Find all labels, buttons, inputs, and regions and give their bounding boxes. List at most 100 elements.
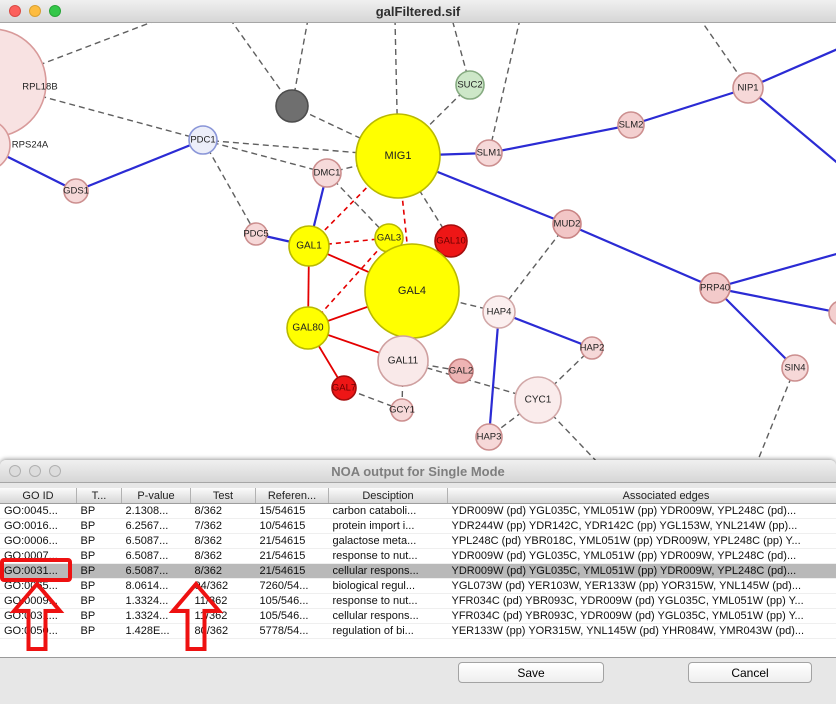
node-GAL80[interactable] (286, 306, 330, 350)
cell-reference[interactable]: 21/54615 (255, 548, 329, 564)
cell-go_id[interactable]: GO:0007... (0, 548, 77, 564)
cell-associated_edges[interactable]: YPL248C (pd) YBR018C, YML051W (pp) YDR00… (447, 533, 836, 549)
edge-sin4-vb2[interactable] (756, 367, 796, 461)
edge-slm2-nip1[interactable] (630, 86, 749, 127)
cell-description[interactable]: cellular respons... (328, 563, 448, 579)
cell-p_value[interactable]: 6.5087... (121, 533, 191, 549)
cell-go_id[interactable]: GO:0031... (0, 608, 77, 624)
edge-vt5-slm1[interactable] (488, 23, 520, 154)
edge-nip1-vr2[interactable] (747, 87, 836, 165)
node-HAP2[interactable] (580, 336, 604, 360)
cell-reference[interactable]: 21/54615 (255, 563, 329, 579)
cell-go_id[interactable]: GO:0009... (0, 593, 77, 609)
node-MIG1[interactable] (355, 113, 441, 199)
cell-type[interactable]: BP (76, 578, 122, 594)
cell-reference[interactable]: 21/54615 (255, 533, 329, 549)
node-GCY1[interactable] (390, 398, 414, 422)
cell-test[interactable]: 11/362 (190, 608, 256, 624)
cell-description[interactable]: protein import i... (328, 518, 448, 534)
zoom-button[interactable] (49, 5, 61, 17)
minimize-button[interactable] (29, 465, 41, 477)
cell-test[interactable]: 94/362 (190, 578, 256, 594)
edge-dmc1-gal3[interactable] (326, 172, 390, 239)
edge-prp40-vr3[interactable] (714, 252, 836, 290)
cell-type[interactable]: BP (76, 518, 122, 534)
cell-reference[interactable]: 15/54615 (255, 503, 329, 519)
edge-slm1-slm2[interactable] (488, 123, 632, 155)
cell-type[interactable]: BP (76, 623, 122, 639)
node-DMC1[interactable] (312, 158, 342, 188)
node-dark[interactable] (275, 89, 309, 123)
node-GAL7[interactable] (331, 375, 357, 401)
column-header-1[interactable]: T... (76, 488, 122, 504)
cancel-button[interactable]: Cancel (688, 662, 812, 683)
edge-rps24a-gds1[interactable] (0, 145, 77, 192)
cell-reference[interactable]: 7260/54... (255, 578, 329, 594)
edge-pdc1-dmc1[interactable] (202, 139, 328, 174)
cell-p_value[interactable]: 1.3324... (121, 608, 191, 624)
cell-go_id[interactable]: GO:0006... (0, 533, 77, 549)
cell-associated_edges[interactable]: YFR034C (pd) YBR093C, YDR009W (pd) YGL03… (447, 593, 836, 609)
close-button[interactable] (9, 465, 21, 477)
cell-associated_edges[interactable]: YER133W (pp) YOR315W, YNL145W (pd) YHR08… (447, 623, 836, 639)
node-msn[interactable] (828, 301, 836, 325)
cell-p_value[interactable]: 6.5087... (121, 563, 191, 579)
node-GAL2[interactable] (448, 358, 474, 384)
edge-vt1-dark[interactable] (230, 23, 293, 107)
cell-description[interactable]: carbon cataboli... (328, 503, 448, 519)
cell-description[interactable]: response to nut... (328, 548, 448, 564)
cell-description[interactable]: cellular respons... (328, 608, 448, 624)
cell-test[interactable]: 80/362 (190, 623, 256, 639)
cell-p_value[interactable]: 8.0614... (121, 578, 191, 594)
node-SUC2[interactable] (455, 70, 485, 100)
edge-rpl18b-pdc1[interactable] (0, 83, 204, 141)
minimize-button[interactable] (29, 5, 41, 17)
edge-prp40-msn[interactable] (714, 286, 836, 314)
node-SLM1[interactable] (475, 139, 503, 167)
cell-description[interactable]: galactose meta... (328, 533, 448, 549)
column-header-3[interactable]: Test (190, 488, 256, 504)
node-CYC1[interactable] (514, 376, 562, 424)
cell-p_value[interactable]: 2.1308... (121, 503, 191, 519)
cell-description[interactable]: regulation of bi... (328, 623, 448, 639)
cell-type[interactable]: BP (76, 548, 122, 564)
node-PDC5[interactable] (244, 222, 268, 246)
cell-type[interactable]: BP (76, 593, 122, 609)
edge-mud2-prp40[interactable] (566, 222, 716, 290)
cell-p_value[interactable]: 1.3324... (121, 593, 191, 609)
cell-test[interactable]: 8/362 (190, 503, 256, 519)
cell-go_id[interactable]: GO:0050... (0, 623, 77, 639)
node-HAP4[interactable] (482, 295, 516, 329)
cell-associated_edges[interactable]: YDR009W (pd) YGL035C, YML051W (pp) YDR00… (447, 548, 836, 564)
edge-nip1-vr1[interactable] (747, 48, 836, 90)
cell-associated_edges[interactable]: YGL073W (pd) YER103W, YER133W (pp) YOR31… (447, 578, 836, 594)
node-SLM2[interactable] (617, 111, 645, 139)
cell-associated_edges[interactable]: YDR009W (pd) YGL035C, YML051W (pp) YDR00… (447, 563, 836, 579)
close-button[interactable] (9, 5, 21, 17)
cell-test[interactable]: 7/362 (190, 518, 256, 534)
node-GAL10[interactable] (434, 224, 468, 258)
cell-test[interactable]: 8/362 (190, 548, 256, 564)
cell-p_value[interactable]: 6.5087... (121, 548, 191, 564)
column-header-4[interactable]: Referen... (255, 488, 329, 504)
edge-gds1-pdc1[interactable] (75, 138, 204, 193)
cell-associated_edges[interactable]: YDR244W (pp) YDR142C, YDR142C (pp) YGL15… (447, 518, 836, 534)
node-SIN4[interactable] (781, 354, 809, 382)
node-PRP40[interactable] (699, 272, 731, 304)
cell-reference[interactable]: 105/546... (255, 593, 329, 609)
cell-associated_edges[interactable]: YDR009W (pd) YGL035C, YML051W (pp) YDR00… (447, 503, 836, 519)
node-RPL18B[interactable] (0, 28, 47, 138)
node-NIP1[interactable] (732, 72, 764, 104)
cell-go_id[interactable]: GO:0016... (0, 518, 77, 534)
node-RPS24A[interactable] (0, 119, 11, 171)
column-header-2[interactable]: P-value (121, 488, 191, 504)
zoom-button[interactable] (49, 465, 61, 477)
node-PDC1[interactable] (188, 125, 218, 155)
edge-prp40-sin4[interactable] (714, 287, 796, 369)
